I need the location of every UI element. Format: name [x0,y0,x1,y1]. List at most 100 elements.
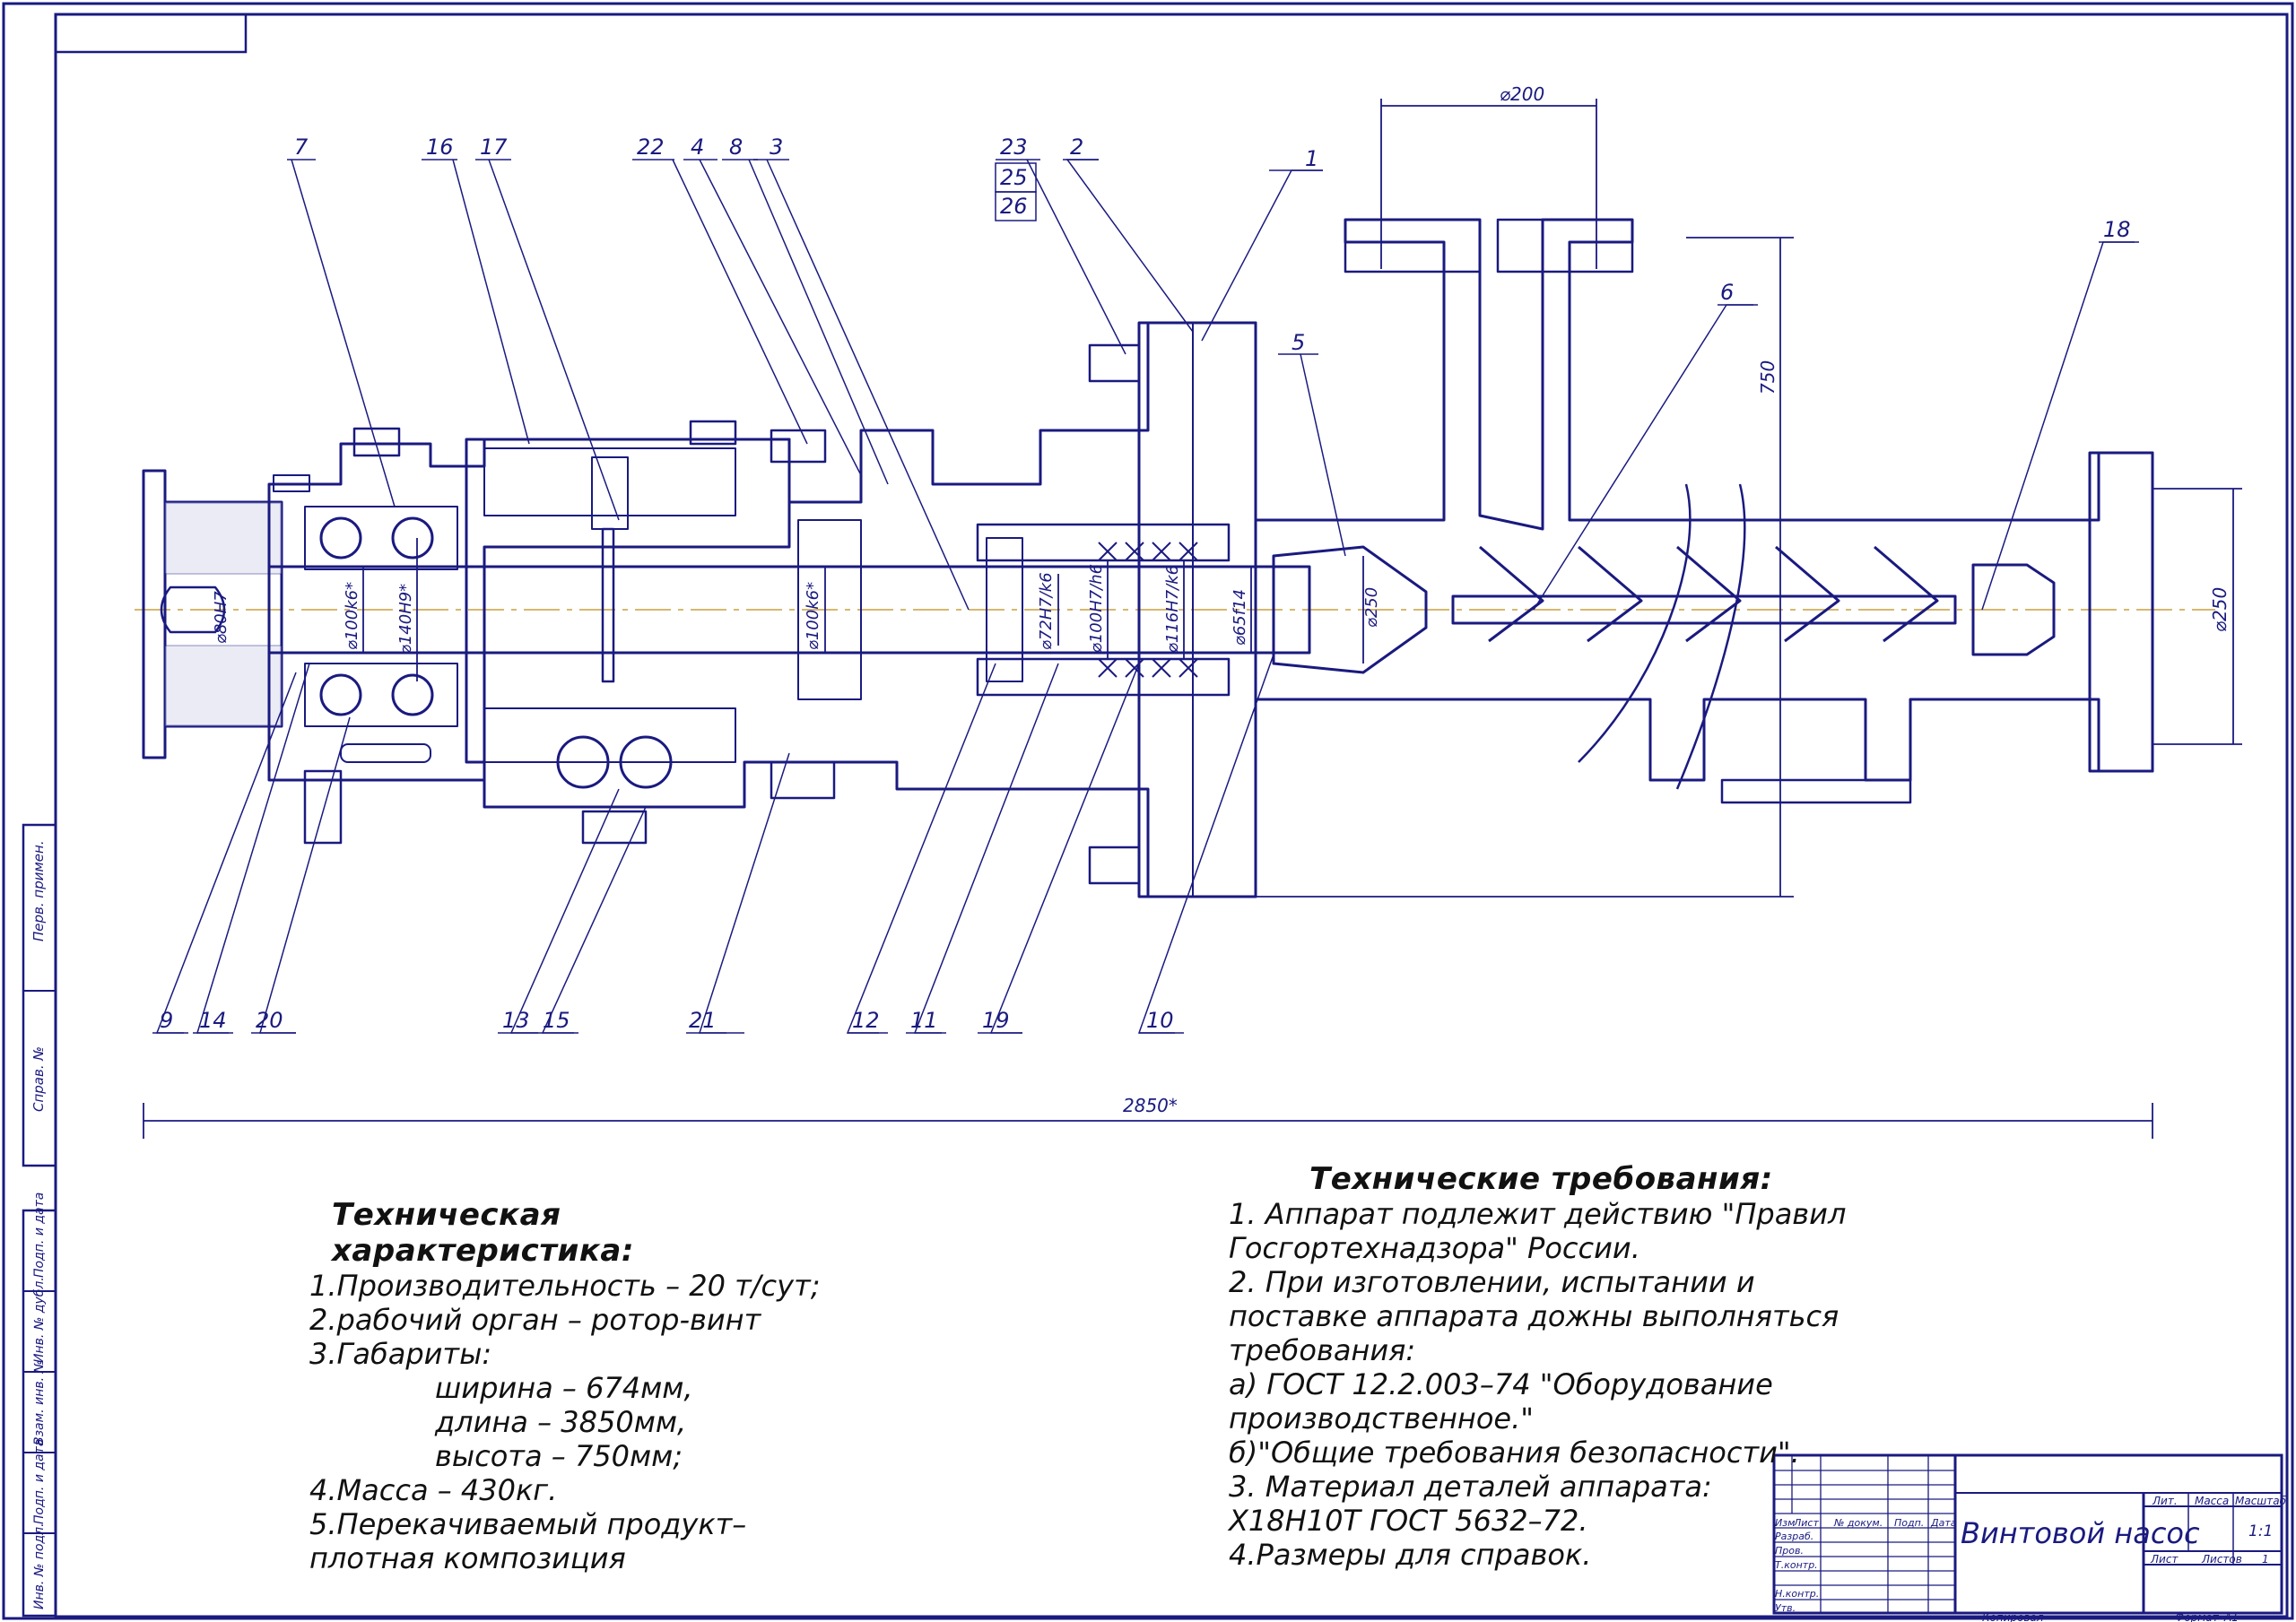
part-number: 7 [294,134,309,160]
part-number: 10 [1146,1008,1174,1033]
dim-bearing-housing: ⌀140H9* [396,584,415,655]
inner-frame [54,13,2289,1618]
dim-flange-right: ⌀250 [2209,587,2231,632]
technical-requirements: Технические требования: 1. Аппарат подле… [1229,1161,1847,1572]
part-number: 11 [910,1008,938,1033]
tb-sheets-label: Листов [2201,1553,2242,1566]
part-number: 14 [199,1008,227,1033]
dim-height: 750 [1757,360,1779,395]
part-number: 18 [2103,217,2131,242]
tb-scale-label: Масштаб [2235,1495,2287,1507]
requirements-line: 1. Аппарат подлежит действию "Правил [1229,1197,1847,1231]
dim-seal: ⌀100H7/h6 [1087,564,1106,653]
characteristics-line: 3.Габариты: [309,1337,492,1371]
tb-sheets-value: 1 [2262,1553,2269,1566]
tb-lit-label: Лит. [2152,1495,2178,1507]
tb-role: Утв. [1775,1602,1796,1614]
side-stamp-label: Взам. инв. № [32,1360,47,1445]
part-number: 16 [426,134,454,160]
side-stamp-label: Инв. № дубл. [32,1277,47,1363]
dim-rotor-head: ⌀250 [1362,587,1381,628]
characteristics-dim: ширина – 674мм, [435,1371,693,1405]
corner-stamp [54,13,248,54]
part-number: 15 [543,1008,570,1033]
characteristics-line: 2.рабочий орган – ротор-винт [309,1303,761,1337]
dim-coupling-fit: ⌀65f14 [1231,589,1249,646]
requirements-title: Технические требования: [1309,1161,1773,1197]
side-stamp-label: Справ. № [30,1046,47,1112]
part-number: 12 [852,1008,880,1033]
part-number: 25 [1000,165,1028,190]
tb-col-header: Дата [1930,1517,1957,1529]
dim-total-length: 2850* [1123,1095,1178,1116]
tb-copied-label: Копировал [1982,1611,2044,1622]
dim-housing-fit: ⌀116H7/k6 [1163,565,1182,653]
characteristics-line: 5.Перекачиваемый продукт– [309,1507,747,1541]
part-number: 3 [770,134,783,160]
requirements-line: 4.Размеры для справок. [1229,1538,1592,1572]
characteristics-line: 4.Масса – 430кг. [309,1473,558,1507]
side-stamp-label: Инв. № подл. [32,1522,47,1609]
part-number: 22 [637,134,665,160]
requirements-line: требования: [1229,1333,1416,1367]
part-number: 9 [160,1008,173,1033]
tb-col-header: № докум. [1833,1517,1883,1529]
characteristics-line: 1.Производительность – 20 т/сут; [309,1269,821,1303]
part-number: 21 [689,1008,717,1033]
characteristics-dim: высота – 750мм; [435,1439,683,1473]
part-number: 6 [1720,280,1734,305]
pump-casing [1254,218,2154,804]
tb-col-header: Изм [1775,1517,1795,1529]
side-stamp-label: Перв. примен. [30,840,47,941]
tb-format-label: Формат [2175,1611,2220,1622]
requirements-line: производственное." [1229,1401,1534,1436]
tb-role: Разраб. [1775,1531,1813,1542]
part-number: 17 [480,134,508,160]
part-number: 4 [691,134,704,160]
tb-sheet-label: Лист [2150,1553,2179,1566]
drawing-title: Винтовой насос [1961,1516,2200,1550]
tb-role: Пров. [1775,1545,1804,1557]
technical-characteristics: Техническая характеристика: 1.Производит… [309,1197,821,1575]
requirements-line: Госгортехнадзора" России. [1229,1231,1640,1265]
dim-flange-top: ⌀200 [1500,83,1544,105]
requirements-line: а) ГОСТ 12.2.003–74 "Оборудование [1229,1367,1773,1401]
tb-role: Т.контр. [1775,1559,1818,1571]
pump-assembly [135,218,2215,898]
requirements-line: поставке аппарата дожны выполняться [1229,1299,1839,1333]
tb-col-header: Лист [1793,1517,1819,1529]
part-number: 20 [256,1008,283,1033]
characteristics-dim: длина – 3850мм, [435,1405,687,1439]
side-stamp-label: Подп. и дата [32,1439,47,1524]
rotor-screw [1272,483,2056,790]
main-shaft [267,565,1311,655]
part-number: 2 [1070,134,1083,160]
dim-sleeve: ⌀72H7/k6 [1037,572,1056,650]
seal-housing [976,523,1231,697]
coupling-flange [142,469,283,759]
part-number: 19 [982,1008,1010,1033]
tb-role: Н.контр. [1775,1588,1819,1600]
tb-col-header: Подп. [1894,1517,1924,1529]
tb-format-value: А1 [2223,1611,2239,1622]
requirements-line: 3. Материал деталей аппарата: [1229,1470,1712,1504]
dim-bearing-left: ⌀100k6* [343,582,361,650]
dimension-lines [143,99,2242,1139]
requirements-line: б)"Общие требования безопасности". [1229,1436,1800,1470]
dim-shaft-end: ⌀80H7 [212,591,230,644]
title-block: Изм Лист № докум. Подп. Дата Разраб. Про… [1772,1453,2287,1622]
part-number: 26 [1000,194,1028,219]
side-stamp-label: Подп. и дата [32,1193,47,1278]
requirements-line: Х18Н10Т ГОСТ 5632–72. [1229,1504,1588,1538]
part-number: 13 [502,1008,530,1033]
part-number: 23 [1000,134,1028,160]
characteristics-line: плотная композиция [309,1541,626,1575]
dim-bearing-right: ⌀100k6* [804,582,822,650]
part-callouts: 1 2 23 25 26 3 8 4 22 17 16 7 5 6 18 9 1… [152,134,2139,1034]
side-stamp-column: Перв. примен. Справ. № Подп. и дата Инв.… [22,823,57,1618]
characteristics-title: Техническая характеристика: [332,1197,634,1269]
tb-mass-label: Масса [2195,1495,2229,1507]
part-number: 1 [1305,146,1318,171]
